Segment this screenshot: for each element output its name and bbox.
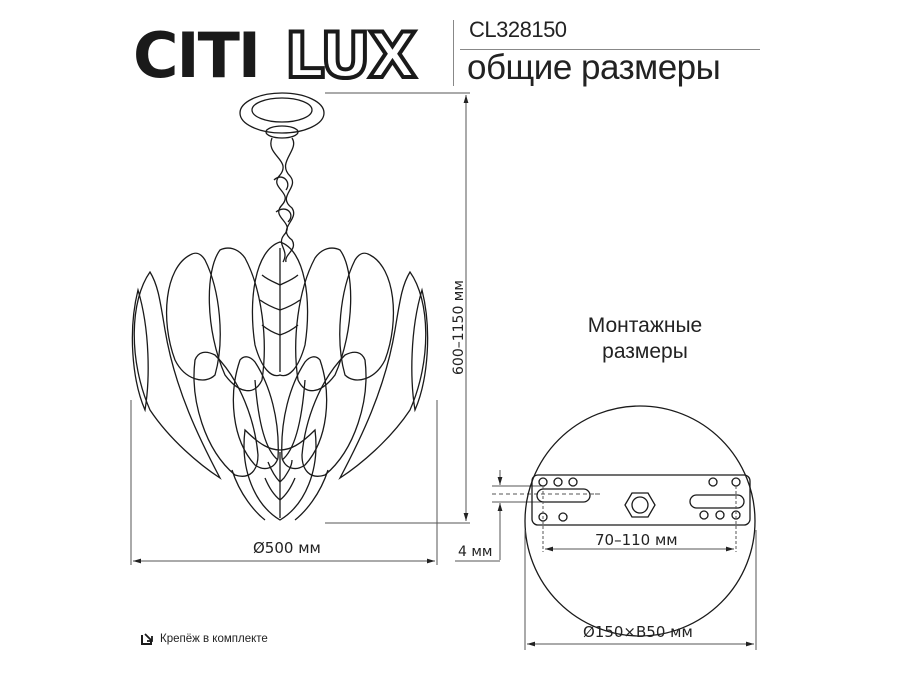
height-dimension [325,92,470,524]
mounting-dimensions [524,486,757,650]
diameter-dimension [130,400,438,565]
brand-logo-outline: LUX [285,19,416,90]
thickness-dimension [455,470,600,562]
brand-logo: CITI LUX [133,17,420,90]
mounting-kit-icon [141,633,153,645]
height-label: 600–1150 мм [451,280,467,375]
brand-logo-solid: CITI [133,19,259,90]
header-divider [453,20,454,86]
model-number: CL328150 [469,17,567,42]
page-subtitle: общие размеры [467,48,721,87]
mounting-canopy [524,405,756,637]
header-underline [460,49,760,50]
chandelier-illustration [131,92,429,521]
mounting-title-line1: Монтажные [587,314,703,337]
mounting-title-line2: размеры [602,340,688,363]
diameter-label: Ø500 мм [253,539,321,557]
footer-text: Крепёж в комплекте [160,633,268,645]
thickness-label: 4 мм [458,544,492,560]
mounting-title: Монтажные размеры [560,313,730,365]
hole-spacing-label: 70–110 мм [595,531,678,549]
canopy-size-label: Ø150×B50 мм [583,623,693,641]
footer-note: Крепёж в комплекте [140,632,268,646]
